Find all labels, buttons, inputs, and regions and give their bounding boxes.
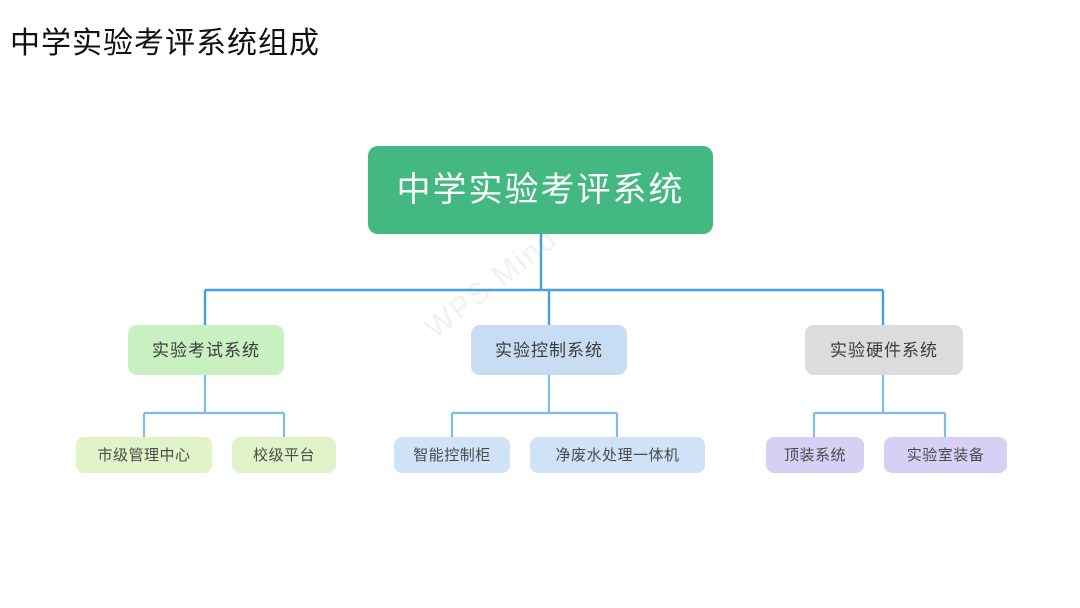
node-branch-hardware-system[interactable]: 实验硬件系统 (805, 325, 963, 375)
node-branch-control-system[interactable]: 实验控制系统 (471, 325, 627, 375)
page-title: 中学实验考评系统组成 (10, 27, 320, 60)
node-leaf-wastewater-treatment-machine[interactable]: 净废水处理一体机 (530, 437, 705, 473)
node-root[interactable]: 中学实验考评系统 (368, 146, 713, 234)
node-leaf-smart-control-cabinet[interactable]: 智能控制柜 (394, 437, 510, 473)
node-leaf-city-management-center[interactable]: 市级管理中心 (76, 437, 212, 473)
node-branch-exam-system[interactable]: 实验考试系统 (128, 325, 284, 375)
node-leaf-school-platform[interactable]: 校级平台 (232, 437, 336, 473)
node-leaf-lab-equipment[interactable]: 实验室装备 (884, 437, 1007, 473)
node-leaf-top-mounted-system[interactable]: 顶装系统 (766, 437, 864, 473)
